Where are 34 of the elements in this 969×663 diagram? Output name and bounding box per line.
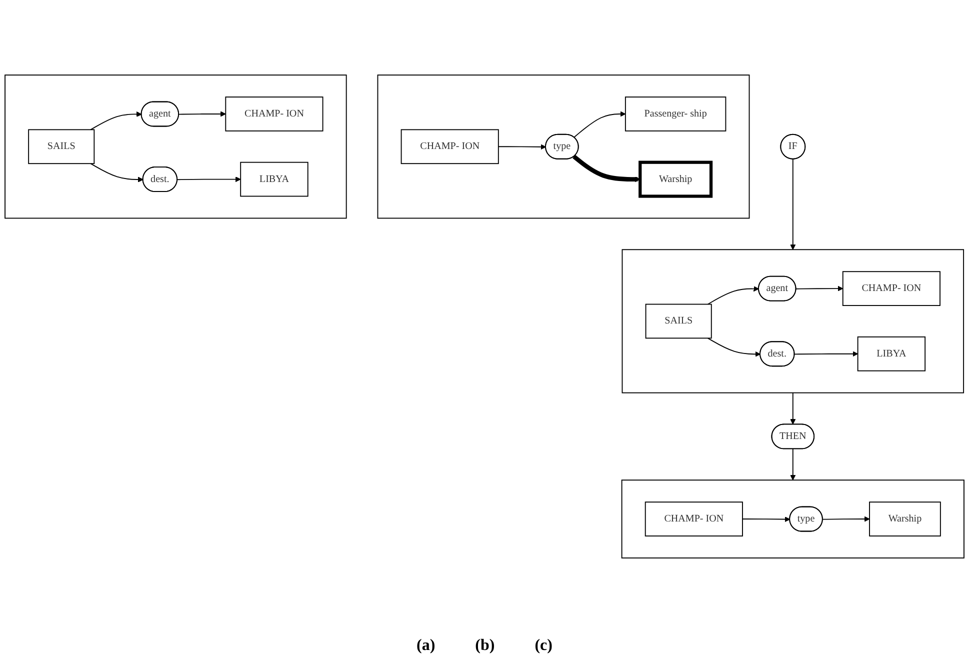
- cluster: [4, 74, 347, 219]
- cluster: [377, 74, 750, 219]
- node-box: Warship: [869, 502, 941, 536]
- arrow: [90, 163, 144, 182]
- arrow: [794, 351, 858, 357]
- node-box: CHAMP- ION: [644, 502, 743, 536]
- node-box: LIBYA: [240, 162, 308, 197]
- arrow: [498, 144, 546, 150]
- panel-label: (a): [416, 637, 436, 655]
- arrow: [790, 448, 796, 480]
- arrow: [790, 158, 796, 250]
- node-box: SAILS: [645, 304, 712, 339]
- cluster: [621, 480, 964, 558]
- arrow: [742, 516, 790, 522]
- panel-label: (b): [475, 637, 495, 655]
- node-box: LIBYA: [857, 336, 926, 372]
- arrow: [574, 111, 626, 138]
- node-box: SAILS: [28, 129, 95, 164]
- node-box: CHAMP- ION: [842, 271, 940, 306]
- panel-label: (c): [534, 637, 552, 655]
- arrow: [790, 392, 796, 424]
- arrow: [707, 286, 760, 305]
- arrow: [822, 516, 870, 522]
- arrow: [90, 111, 142, 130]
- arrow: [178, 111, 226, 117]
- arrow: [796, 286, 844, 292]
- arrow: [176, 176, 241, 182]
- arrow: [707, 338, 761, 357]
- cluster: [622, 249, 964, 394]
- node-box: Warship: [638, 160, 713, 198]
- node-box: CHAMP- ION: [400, 129, 499, 164]
- node-box: CHAMP- ION: [225, 96, 324, 132]
- node-box: Passenger- ship: [624, 96, 726, 132]
- arrow: [572, 154, 640, 182]
